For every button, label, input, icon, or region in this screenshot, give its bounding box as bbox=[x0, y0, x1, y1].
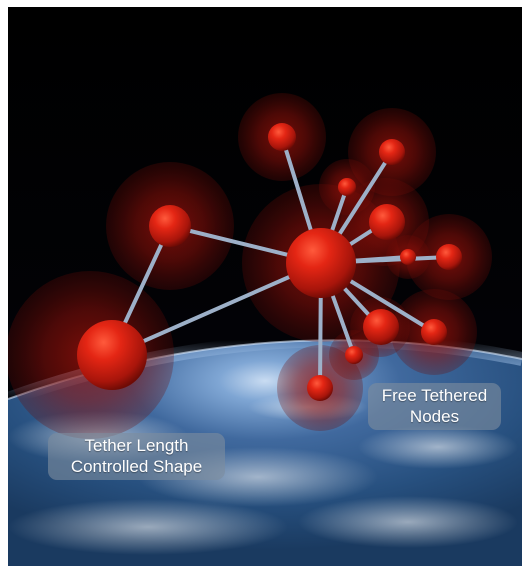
node bbox=[400, 249, 416, 265]
tethered-node-illustration bbox=[8, 7, 522, 566]
node bbox=[268, 123, 296, 151]
caption-line: Nodes bbox=[409, 407, 460, 426]
node bbox=[149, 205, 191, 247]
tethered-nodes bbox=[77, 123, 462, 401]
caption-line: Tether Length bbox=[84, 436, 189, 455]
tether-length-caption: Tether Length Controlled Shape bbox=[48, 433, 225, 480]
node bbox=[363, 309, 399, 345]
space-scene bbox=[8, 7, 522, 566]
node bbox=[345, 346, 363, 364]
node bbox=[421, 319, 447, 345]
node bbox=[379, 139, 405, 165]
free-nodes-caption: Free Tethered Nodes bbox=[368, 383, 501, 430]
node bbox=[77, 320, 147, 390]
node bbox=[369, 204, 405, 240]
node bbox=[436, 244, 462, 270]
caption-line: Free Tethered bbox=[381, 386, 488, 405]
node bbox=[307, 375, 333, 401]
node bbox=[338, 178, 356, 196]
caption-line: Controlled Shape bbox=[70, 457, 203, 476]
hub-node bbox=[286, 228, 356, 298]
